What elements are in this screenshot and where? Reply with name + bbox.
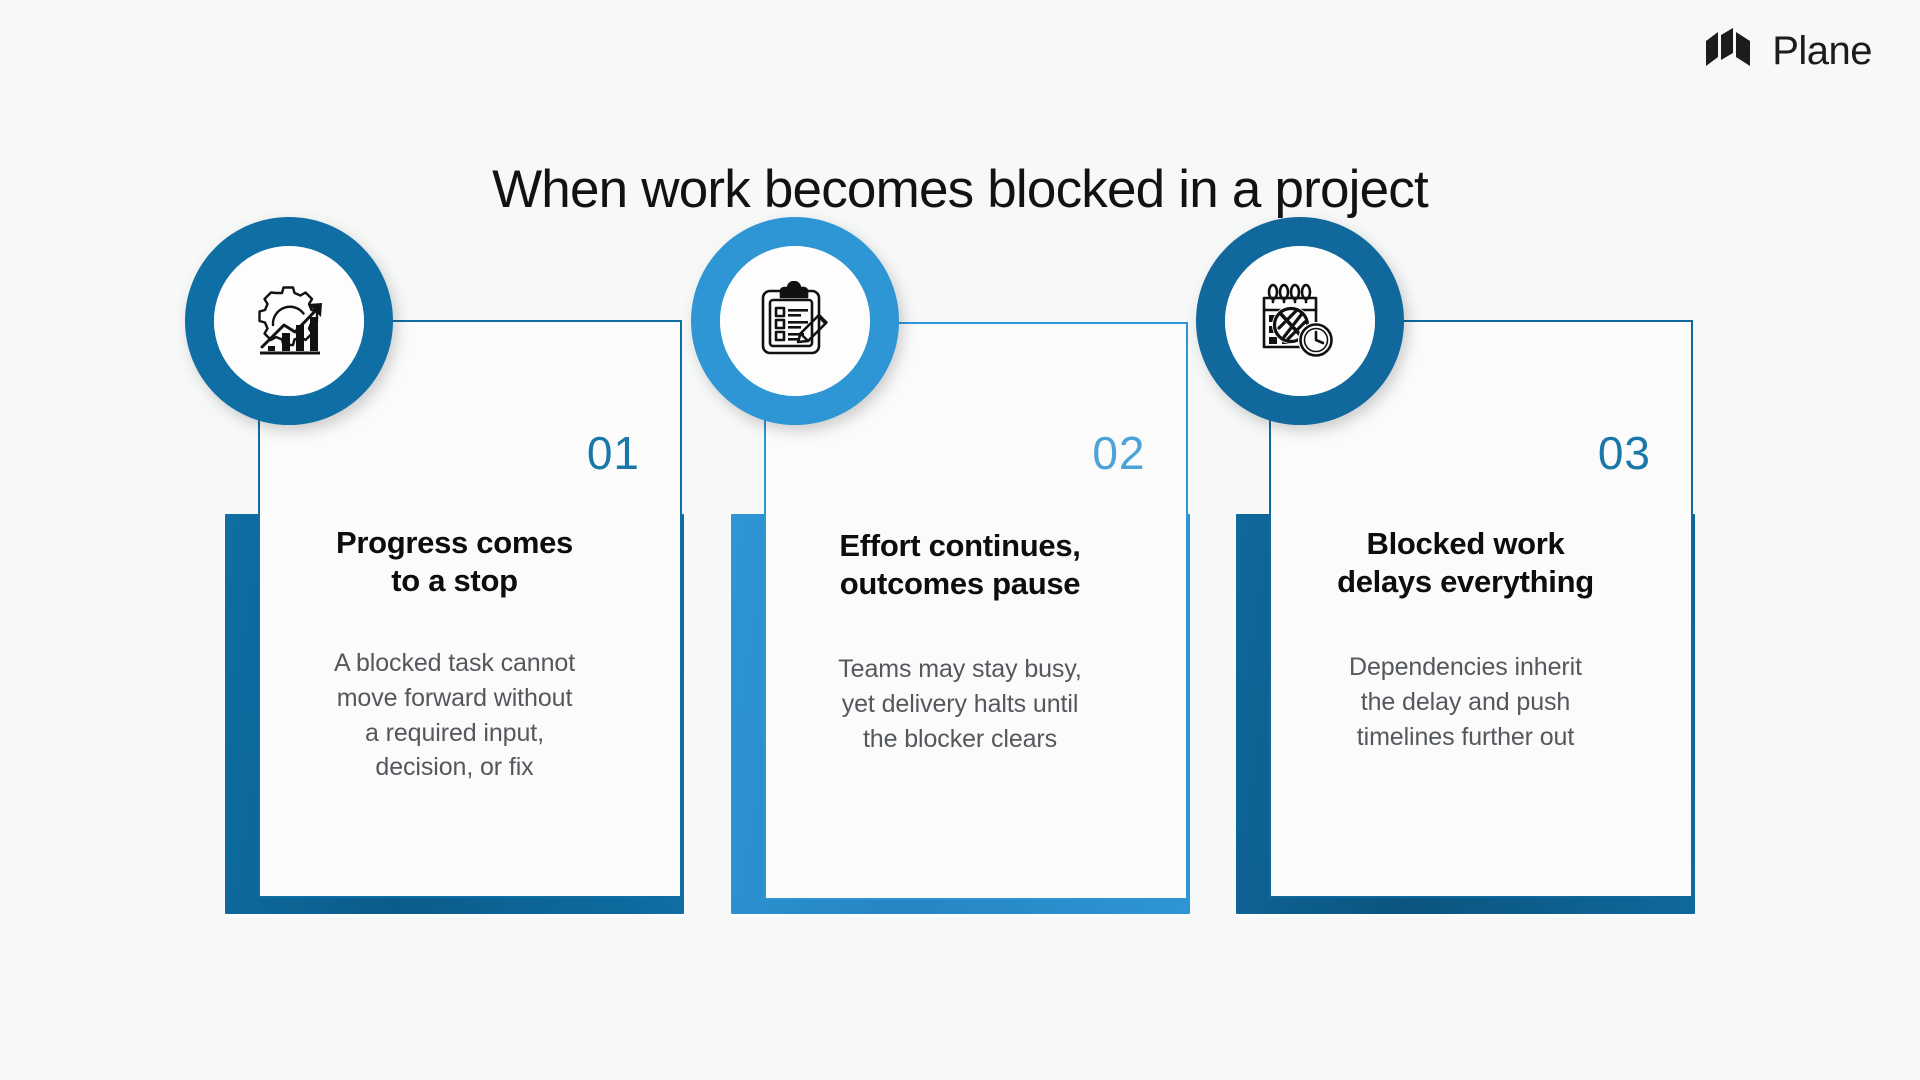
card-panel <box>763 322 1188 900</box>
card-number: 03 <box>1597 427 1651 479</box>
card-heading: Progress comes to a stop <box>335 525 574 599</box>
calendar-blocked-clock-icon <box>1225 246 1375 396</box>
card-body-text: Dependencies inherit the delay and push … <box>1349 653 1582 751</box>
card-number: 02 <box>1092 427 1146 479</box>
card-icon-ring <box>1196 217 1404 425</box>
page-title: When work becomes blocked in a project <box>492 159 1429 219</box>
cards-row: 01 Progress comes to a stop A blocked ta… <box>185 217 1695 972</box>
card-number: 01 <box>586 427 640 479</box>
info-card-01: 01 Progress comes to a stop A blocked ta… <box>185 217 684 972</box>
card-body-text: Teams may stay busy, yet delivery halts … <box>838 655 1082 753</box>
brand-name: Plane <box>1772 28 1872 73</box>
gear-growth-chart-icon <box>214 246 364 396</box>
card-body-text: A blocked task cannot move forward witho… <box>333 649 576 782</box>
clipboard-pencil-icon <box>719 246 870 396</box>
card-heading: Effort continues, outcomes pause <box>839 528 1081 602</box>
brand-logo: Plane <box>1704 28 1872 73</box>
card-icon-ring <box>690 217 899 425</box>
card-heading: Blocked work delays everything <box>1337 526 1594 600</box>
info-card-03: 03 Blocked work delays everything Depend… <box>1196 217 1695 972</box>
plane-logo-mark-icon <box>1704 28 1760 73</box>
info-card-02: 02 Effort continues, outcomes pause Team… <box>690 217 1190 972</box>
card-icon-ring <box>185 217 393 425</box>
